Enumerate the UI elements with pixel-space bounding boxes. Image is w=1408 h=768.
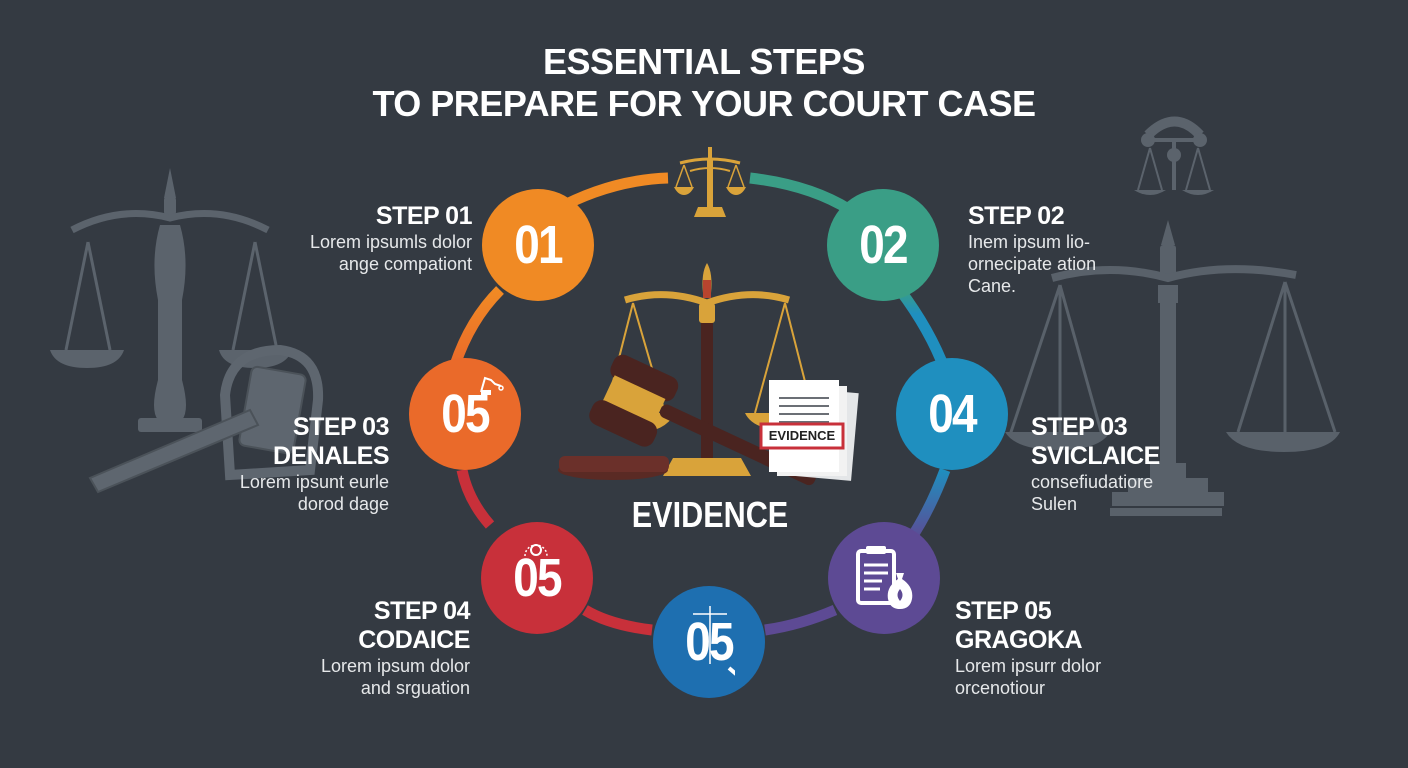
page-title-line2: TO PREPARE FOR YOUR COURT CASE — [372, 83, 1036, 124]
step-text-04: STEP 03 SVICLAICE consefiudatiore Sulen — [1031, 413, 1251, 515]
step-node-05[interactable]: 05 — [481, 522, 593, 634]
step-heading: STEP 01 — [375, 202, 473, 230]
step-desc-line2: Sulen — [1031, 494, 1078, 514]
step-heading: STEP 05 — [955, 597, 1052, 625]
step-node-03[interactable]: 05 — [409, 358, 521, 470]
faded-handshake-scales-icon — [1134, 116, 1214, 195]
step-desc-line2: ange compationt — [338, 254, 472, 274]
node-number: 05 — [513, 548, 562, 608]
scales-of-justice-icon — [674, 147, 746, 217]
step-desc-line2: orcenotiour — [955, 678, 1046, 698]
step-heading: STEP 02 — [968, 202, 1065, 230]
node-number: 04 — [928, 384, 977, 444]
step-text-03: STEP 03 DENALES Lorem ipsunt eurle dorod… — [189, 413, 390, 515]
node-number: 02 — [859, 215, 908, 275]
step-desc-line2: dorod dage — [297, 494, 389, 514]
step-node-06[interactable]: 05 — [653, 586, 765, 698]
step-desc-line1: Lorem ipsumls dolor — [309, 232, 472, 252]
evidence-document-tag: EVIDENCE — [768, 428, 836, 443]
page-title-line1: ESSENTIAL STEPS — [543, 41, 865, 82]
step-text-01: STEP 01 Lorem ipsumls dolor ange compati… — [272, 202, 473, 275]
faded-gavel-left-icon — [88, 344, 324, 494]
step-heading: STEP 04 — [373, 597, 471, 625]
evidence-documents-icon — [759, 380, 859, 481]
step-subheading: CODAICE — [358, 626, 470, 654]
clipboard-moneybag-icon — [856, 546, 913, 609]
step-desc-line1: Lorem ipsurr dolor — [955, 656, 1102, 676]
step-heading: STEP 03 — [1031, 413, 1128, 441]
step-desc-line3: Cane. — [968, 276, 1017, 296]
node-number: 01 — [514, 215, 563, 275]
step-subheading: SVICLAICE — [1031, 442, 1160, 470]
step-text-06: STEP 05 GRAGOKA Lorem ipsurr dolor orcen… — [955, 597, 1155, 699]
step-subheading: DENALES — [273, 442, 389, 470]
step-node-04[interactable]: 04 — [896, 358, 1008, 470]
step-subheading: GRAGOKA — [955, 626, 1083, 654]
step-node-02[interactable]: 02 — [827, 189, 939, 301]
step-heading: STEP 03 — [292, 413, 390, 441]
center-label: EVIDENCE — [631, 494, 789, 535]
chart-icon — [480, 376, 504, 395]
step-node-01[interactable]: 01 — [482, 189, 594, 301]
step-desc-line2: ornecipate ation — [968, 254, 1097, 274]
step-desc-line1: Inem ipsum lio- — [968, 232, 1091, 252]
step-desc-line1: consefiudatiore — [1031, 472, 1154, 492]
step-text-02: STEP 02 Inem ipsum lio- ornecipate ation… — [968, 202, 1168, 297]
gavel-scales-evidence-illustration — [558, 263, 859, 486]
step-desc-line1: Lorem ipsum dolor — [320, 656, 470, 676]
step-node-07[interactable] — [828, 522, 940, 634]
lightbulb-icon — [524, 544, 548, 557]
step-desc-line2: and srguation — [360, 678, 470, 698]
step-text-05: STEP 04 CODAICE Lorem ipsum dolor and sr… — [270, 597, 471, 699]
scales-icon — [693, 606, 735, 676]
faded-scales-right-icon — [1005, 220, 1340, 516]
step-desc-line1: Lorem ipsunt eurle — [239, 472, 389, 492]
